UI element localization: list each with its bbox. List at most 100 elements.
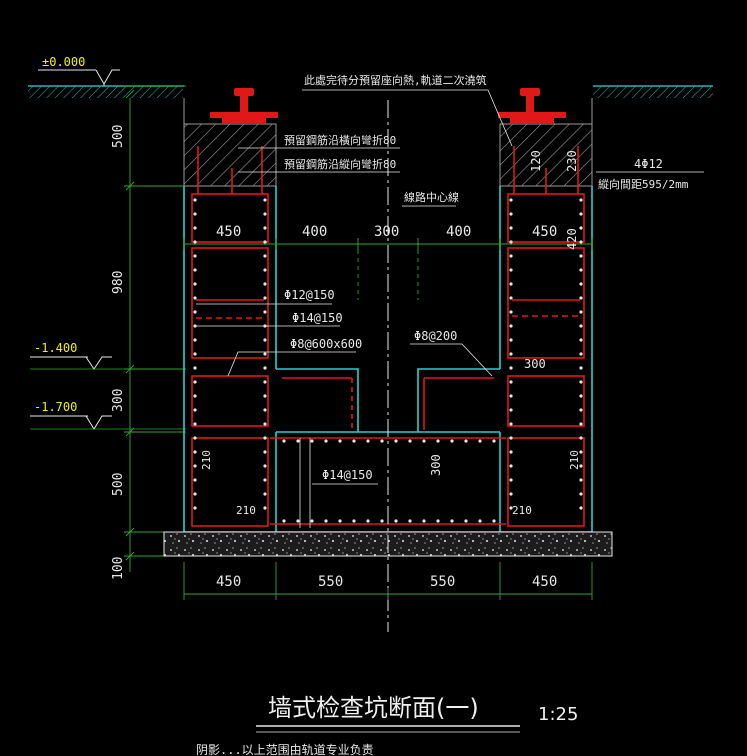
- rebar-dot: [478, 439, 482, 443]
- rebar-dot: [579, 268, 583, 272]
- rebar-dot: [263, 478, 267, 482]
- rebar-dot: [464, 439, 468, 443]
- rebar-dot: [509, 212, 513, 216]
- dim-left-980: 980: [111, 271, 126, 294]
- dim-top-300: 300: [374, 224, 399, 240]
- rebar-dot: [263, 352, 267, 356]
- rebar-dot: [263, 506, 267, 510]
- rebar-dot: [394, 519, 398, 523]
- rebar-dot: [450, 519, 454, 523]
- rebar-dot: [408, 439, 412, 443]
- dim-right-230: 230: [565, 150, 579, 172]
- rebar-dot: [579, 408, 583, 412]
- rebar-dot: [193, 366, 197, 370]
- rebar-dot: [263, 366, 267, 370]
- rebar-dot: [193, 254, 197, 258]
- rebar-dot: [579, 464, 583, 468]
- rebar-dot: [579, 492, 583, 496]
- rebar-dot: [509, 296, 513, 300]
- note-4phi12: 4Φ12: [634, 157, 663, 171]
- rebar-dot: [579, 310, 583, 314]
- rebar-dots: [193, 198, 583, 523]
- right-dimension-labels: 120 230 420: [529, 150, 579, 250]
- dim-bottom-450-right: 450: [532, 574, 557, 590]
- dim-bottom-450-left: 450: [216, 574, 241, 590]
- rebar-dot: [193, 436, 197, 440]
- note-phi8-600: Φ8@600x600: [290, 337, 362, 351]
- rebar-dot: [193, 268, 197, 272]
- rebar-dot: [338, 519, 342, 523]
- note-phi14-150-a: Φ14@150: [292, 311, 343, 325]
- dim-left-100: 100: [111, 557, 126, 580]
- rebar-dot: [352, 519, 356, 523]
- rebar-dot: [310, 519, 314, 523]
- rebar-dot: [296, 439, 300, 443]
- rebar-dot: [193, 408, 197, 412]
- rebar-dot: [509, 464, 513, 468]
- rebar-dot: [193, 296, 197, 300]
- rebar-dot: [263, 282, 267, 286]
- note-210-right: 210: [568, 450, 581, 470]
- note-track-centerline: 線路中心線: [404, 190, 459, 204]
- rebar-dot: [193, 282, 197, 286]
- rebar-dot: [193, 240, 197, 244]
- rebar-dot: [193, 324, 197, 328]
- rebar-dot: [193, 450, 197, 454]
- rebar-dot: [579, 296, 583, 300]
- elevation-marker-1: -1.400: [30, 341, 186, 370]
- bottom-dimension-chain: [183, 562, 593, 600]
- rebar-dot: [579, 198, 583, 202]
- rebar-dot: [263, 310, 267, 314]
- rebar-dot: [579, 254, 583, 258]
- elevation-marker-ground: ±0.000: [38, 55, 120, 86]
- rebar-dot: [282, 439, 286, 443]
- rebar-dot: [579, 478, 583, 482]
- reinforcement-bars: [191, 146, 585, 527]
- rebar-dot: [509, 422, 513, 426]
- rebar-dot: [193, 352, 197, 356]
- bottom-dimension-labels: 450 550 550 450: [216, 574, 557, 590]
- rebar-dot: [579, 436, 583, 440]
- rebar-dot: [366, 439, 370, 443]
- dim-top-450-right: 450: [532, 224, 557, 240]
- rebar-dot: [263, 226, 267, 230]
- rebar-dot: [193, 380, 197, 384]
- rebar-dot: [509, 282, 513, 286]
- rebar-dot: [263, 464, 267, 468]
- note-inner-300-mid: 300: [429, 454, 443, 476]
- rebar-dot: [380, 519, 384, 523]
- rebar-dot: [263, 408, 267, 412]
- rebar-dot: [193, 464, 197, 468]
- rebar-dot: [509, 338, 513, 342]
- rebar-dot: [579, 380, 583, 384]
- rebar-dot: [509, 226, 513, 230]
- rebar-dot: [366, 519, 370, 523]
- rebar-dot: [436, 519, 440, 523]
- rebar-dot: [579, 366, 583, 370]
- rebar-dot: [338, 439, 342, 443]
- rebar-dot: [579, 282, 583, 286]
- rebar-dot: [263, 338, 267, 342]
- rebar-dot: [352, 439, 356, 443]
- rebar-dot: [509, 394, 513, 398]
- rebar-dot: [193, 212, 197, 216]
- note-phi14-150-b: Φ14@150: [322, 468, 373, 482]
- rebar-dot: [579, 352, 583, 356]
- elevation-2-label: -1.700: [34, 400, 77, 414]
- note-phi8-200: Φ8@200: [414, 329, 457, 343]
- drawing-footnote: 阴影...以上范围由轨道专业负责: [196, 742, 374, 756]
- rebar-dot: [436, 439, 440, 443]
- annotation-texts: 此處完待分預留座向熱,軌道二次澆筑 預留鋼筋沿橫向彎折80 預留鋼筋沿縱向彎折8…: [200, 73, 689, 517]
- rebar-dot: [263, 436, 267, 440]
- rebar-dot: [422, 439, 426, 443]
- rebar-dot: [263, 296, 267, 300]
- rebar-dot: [478, 519, 482, 523]
- rebar-dot: [492, 519, 496, 523]
- rebar-dot: [193, 492, 197, 496]
- rebar-dot: [579, 324, 583, 328]
- note-inner-300-right: 300: [524, 357, 546, 371]
- rebar-dot: [193, 506, 197, 510]
- rebar-dot: [193, 310, 197, 314]
- rebar-dot: [394, 439, 398, 443]
